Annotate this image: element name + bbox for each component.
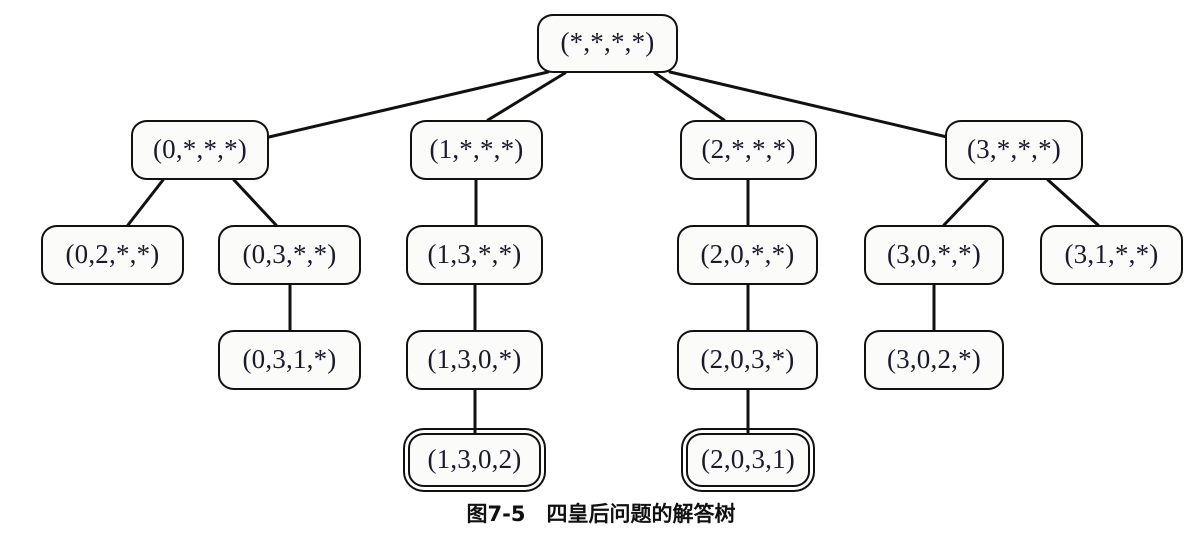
tree-node-label: (*,*,*,*) <box>560 27 655 57</box>
tree-node-label: (0,2,*,*) <box>65 238 160 269</box>
tree-node-n1[interactable]: (1,*,*,*) <box>410 120 543 180</box>
tree-node-label: (3,1,*,*) <box>1064 238 1159 269</box>
tree-node-label: (1,3,0,2) <box>427 443 522 474</box>
tree-node-label: (1,3,*,*) <box>427 238 522 269</box>
tree-node-n02[interactable]: (0,2,*,*) <box>41 225 184 285</box>
tree-node-label: (0,3,1,*) <box>242 343 337 374</box>
tree-node-root[interactable]: (*,*,*,*) <box>537 14 678 73</box>
tree-node-label: (2,0,3,1) <box>700 443 796 474</box>
tree-node-label: (3,*,*,*) <box>966 133 1062 164</box>
tree-node-n31[interactable]: (3,1,*,*) <box>1040 225 1183 285</box>
tree-node-label: (1,*,*,*) <box>429 133 524 164</box>
tree-node-n03[interactable]: (0,3,*,*) <box>218 225 361 285</box>
tree-node-n3[interactable]: (3,*,*,*) <box>945 120 1083 180</box>
tree-node-n30[interactable]: (3,0,*,*) <box>864 225 1004 285</box>
figure-caption: 图7-5 四皇后问题的解答树 <box>466 502 736 526</box>
tree-node-n13[interactable]: (1,3,*,*) <box>406 225 543 285</box>
tree-node-label: (3,0,*,*) <box>886 238 982 269</box>
tree-node-label: (0,3,*,*) <box>242 238 337 269</box>
tree-node-n2[interactable]: (2,*,*,*) <box>680 120 817 180</box>
tree-node-n130[interactable]: (1,3,0,*) <box>406 330 543 390</box>
tree-node-n20[interactable]: (2,0,*,*) <box>677 225 818 285</box>
tree-node-label: (2,*,*,*) <box>701 133 796 164</box>
tree-node-n203[interactable]: (2,0,3,*) <box>677 330 818 390</box>
tree-node-n302[interactable]: (3,0,2,*) <box>864 330 1004 390</box>
tree-node-label: (2,0,*,*) <box>700 238 795 269</box>
tree-node-n2031[interactable]: (2,0,3,1) <box>681 428 815 492</box>
tree-node-label: (2,0,3,*) <box>700 343 795 374</box>
tree-node-n0[interactable]: (0,*,*,*) <box>131 120 269 180</box>
tree-node-n1302[interactable]: (1,3,0,2) <box>403 428 546 492</box>
tree-node-label: (1,3,0,*) <box>427 343 522 374</box>
tree-node-label: (3,0,2,*) <box>886 343 982 374</box>
tree-node-n031[interactable]: (0,3,1,*) <box>218 330 361 390</box>
tree-node-label: (0,*,*,*) <box>152 133 248 164</box>
